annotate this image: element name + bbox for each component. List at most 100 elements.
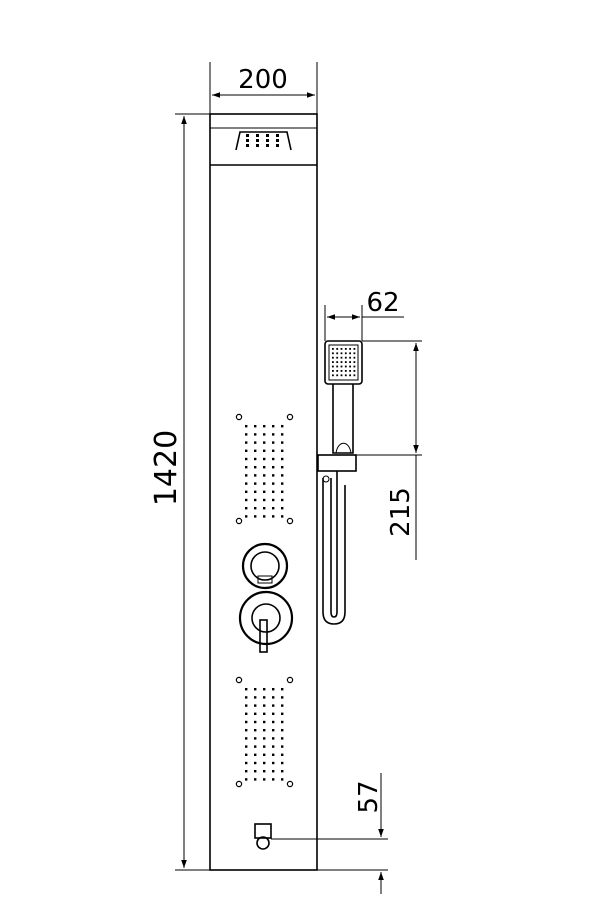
jet-nozzle xyxy=(272,712,275,715)
jet-nozzle xyxy=(254,474,257,477)
jet-nozzle xyxy=(254,761,257,765)
hand-nozzle xyxy=(332,361,334,363)
jet-nozzle xyxy=(254,712,257,715)
jet-nozzle xyxy=(254,745,257,748)
jet-nozzle xyxy=(254,490,257,493)
upper-jet-nozzles xyxy=(245,425,284,518)
jet-nozzle xyxy=(263,737,266,740)
jet-nozzle xyxy=(254,704,257,707)
hand-nozzle xyxy=(340,348,343,350)
bottom-spout xyxy=(254,823,272,850)
head-nozzle xyxy=(266,134,269,137)
jet-nozzle xyxy=(263,745,266,748)
jet-nozzle xyxy=(272,433,275,436)
jet-nozzle xyxy=(263,466,266,469)
jet-nozzle xyxy=(281,688,284,691)
jet-nozzle xyxy=(254,696,257,699)
jet-nozzle xyxy=(245,433,248,436)
shower-hose xyxy=(322,471,346,625)
jet-nozzle xyxy=(254,753,257,756)
hand-shower xyxy=(317,340,363,625)
hand-nozzle xyxy=(353,356,356,359)
jet-nozzle xyxy=(254,770,257,773)
jet-nozzle xyxy=(245,482,248,485)
hand-nozzle xyxy=(344,361,347,363)
jet-nozzle xyxy=(245,729,248,732)
hand-nozzle xyxy=(336,352,339,355)
hand-nozzle xyxy=(340,352,343,355)
diverter-knob xyxy=(241,542,289,590)
hand-nozzle xyxy=(332,365,334,368)
hose-connector xyxy=(322,475,330,483)
jet-nozzle xyxy=(281,704,284,707)
hand-nozzle xyxy=(353,365,356,368)
jet-nozzle xyxy=(272,507,275,510)
jet-nozzle xyxy=(272,688,275,691)
diverter-inner-ring xyxy=(250,551,280,581)
upper-body-jet xyxy=(235,413,294,525)
hand-nozzle xyxy=(332,352,334,355)
jet-nozzle xyxy=(245,696,248,699)
jet-nozzle xyxy=(272,441,275,444)
jet-nozzle xyxy=(263,778,266,781)
jet-nozzle xyxy=(281,490,284,493)
head-nozzle xyxy=(276,139,279,142)
shower-head-housing xyxy=(235,131,292,151)
jet-nozzle xyxy=(281,449,284,452)
jet-nozzle xyxy=(263,720,266,724)
jet-nozzle xyxy=(272,457,275,461)
jet-corner-mark xyxy=(286,780,294,788)
hand-nozzle xyxy=(336,370,339,372)
upper-jet-corner-marks xyxy=(235,413,294,525)
jet-nozzle xyxy=(281,507,284,510)
jet-nozzle xyxy=(263,449,266,452)
jet-nozzle xyxy=(263,688,266,691)
jet-nozzle xyxy=(254,729,257,732)
jet-nozzle xyxy=(281,498,284,502)
jet-nozzle xyxy=(281,457,284,461)
hand-nozzle xyxy=(353,361,356,363)
hand-nozzle xyxy=(353,370,356,372)
jet-nozzle xyxy=(272,729,275,732)
dim-label-height: 1420 xyxy=(149,430,184,506)
jet-nozzle xyxy=(245,737,248,740)
jet-nozzle xyxy=(272,737,275,740)
hand-nozzle xyxy=(332,356,334,359)
jet-nozzle xyxy=(263,704,266,707)
hand-nozzle xyxy=(344,365,347,368)
jet-nozzle xyxy=(245,490,248,493)
mixer-handle xyxy=(259,619,268,653)
hand-nozzle xyxy=(349,352,351,355)
hand-nozzle xyxy=(336,365,339,368)
jet-nozzle xyxy=(281,737,284,740)
dim-label-hs-width: 62 xyxy=(366,288,399,318)
jet-nozzle xyxy=(272,696,275,699)
jet-corner-mark xyxy=(286,517,294,525)
jet-nozzle xyxy=(281,425,284,428)
head-nozzle xyxy=(256,139,259,142)
jet-nozzle xyxy=(272,449,275,452)
jet-nozzle xyxy=(281,441,284,444)
dim-label-hs-height: 215 xyxy=(386,487,416,537)
jet-nozzle xyxy=(272,515,275,518)
jet-nozzle xyxy=(254,720,257,724)
jet-nozzle xyxy=(263,457,266,461)
jet-nozzle xyxy=(272,761,275,765)
hand-shower-head xyxy=(324,340,363,385)
head-nozzle xyxy=(246,139,249,142)
hand-nozzle xyxy=(336,374,339,377)
jet-nozzle xyxy=(245,704,248,707)
spout-outlet xyxy=(256,836,270,850)
hand-nozzle xyxy=(349,361,351,363)
jet-nozzle xyxy=(254,425,257,428)
jet-nozzle xyxy=(245,745,248,748)
head-nozzle xyxy=(246,134,249,137)
jet-nozzle xyxy=(263,425,266,428)
jet-nozzle xyxy=(254,441,257,444)
jet-nozzle xyxy=(281,778,284,781)
jet-nozzle xyxy=(245,507,248,510)
hand-nozzle xyxy=(353,348,356,350)
hand-nozzle xyxy=(344,348,347,350)
jet-nozzle xyxy=(254,457,257,461)
